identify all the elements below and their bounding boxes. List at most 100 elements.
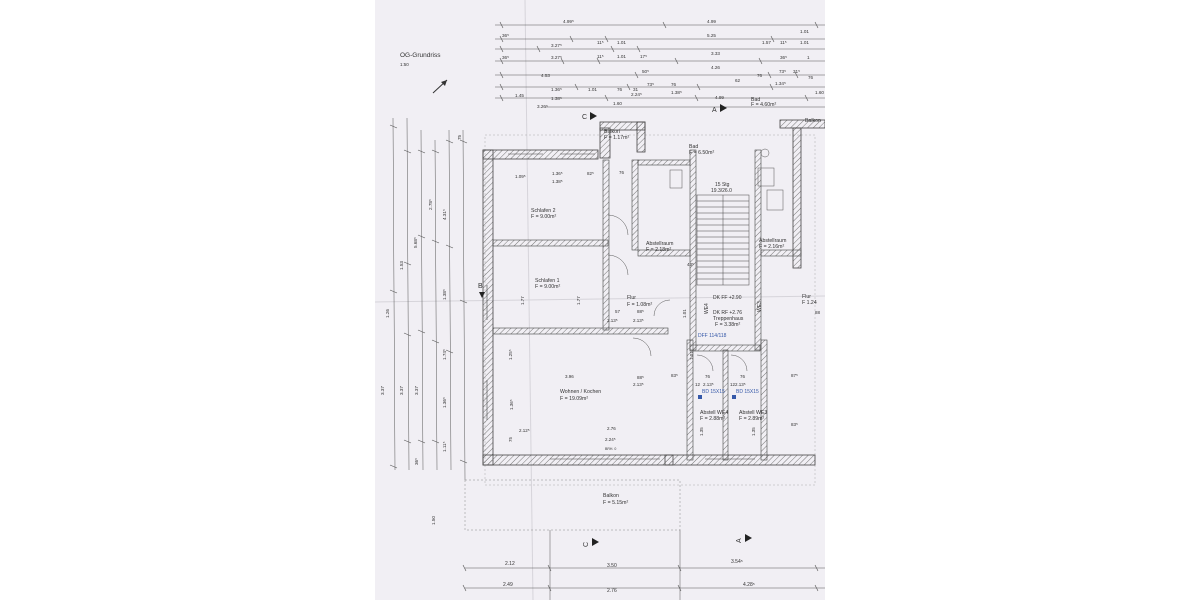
svg-text:2.49: 2.49 — [503, 582, 513, 588]
svg-text:1.57: 1.57 — [762, 40, 771, 45]
svg-text:2.13⁵: 2.13⁵ — [633, 318, 644, 323]
room-name-bad-top: Bad — [751, 97, 760, 103]
svg-text:50⁵: 50⁵ — [642, 69, 649, 74]
svg-text:1.38⁵: 1.38⁵ — [552, 179, 563, 184]
svg-text:3.50: 3.50 — [607, 563, 617, 569]
svg-text:4.99: 4.99 — [715, 95, 724, 100]
svg-text:76: 76 — [808, 75, 814, 80]
svg-text:2.78⁵: 2.78⁵ — [428, 199, 433, 210]
annotation-brh: BRH. 0 — [605, 447, 616, 451]
bd-marker-left — [698, 395, 702, 399]
svg-text:3.54⁵: 3.54⁵ — [731, 559, 743, 565]
room-area-flur-right: F 1.24 — [802, 300, 817, 306]
top-dimension-labels: 4.99⁵ 4.99 36⁵ 5.25 1.01 3.27⁵ 11⁵ 1.01 … — [502, 19, 824, 109]
svg-text:36⁵: 36⁵ — [780, 55, 787, 60]
svg-text:2.76: 2.76 — [607, 588, 617, 594]
annotation-dk-ff: DK FF +2.90 — [713, 295, 742, 301]
room-name-abstell-we4: Abstell WE4 — [700, 410, 728, 416]
svg-text:1.11⁵: 1.11⁵ — [442, 441, 447, 452]
room-area-abstell-we3: F = 2.89m² — [739, 416, 764, 422]
svg-text:1.38⁵: 1.38⁵ — [671, 90, 682, 95]
annotation-dff: DFF 114/118 — [698, 333, 727, 339]
svg-text:87⁵: 87⁵ — [791, 373, 798, 378]
section-marker-c-top: C — [582, 112, 597, 121]
svg-text:1.25⁵: 1.25⁵ — [508, 349, 513, 360]
plan-title: OG-Grundriss — [400, 52, 441, 59]
room-area-wohnen: F = 19.09m² — [560, 396, 588, 402]
room-area-balkon-top: F = 1.17m² — [604, 135, 629, 141]
interior-dimension-labels: 1.36⁵ 1.38⁵ 1.09⁵ 82⁵ 76 2.13⁵ 3.96 88⁵ … — [508, 170, 821, 442]
annotation-bd-right: BD 15X15 — [736, 389, 759, 395]
svg-text:17⁵: 17⁵ — [640, 54, 647, 59]
svg-text:2.24⁵: 2.24⁵ — [605, 437, 616, 442]
svg-text:3.27⁵: 3.27⁵ — [551, 55, 562, 60]
svg-text:1.35: 1.35 — [699, 427, 704, 436]
svg-text:88⁵: 88⁵ — [637, 309, 644, 314]
svg-text:2.76: 2.76 — [607, 426, 616, 431]
annotation-we4: WE4 — [704, 303, 710, 314]
room-area-abstell-right: F = 2.16m² — [759, 244, 784, 250]
svg-text:31: 31 — [633, 87, 639, 92]
svg-text:2.13⁵: 2.13⁵ — [703, 382, 714, 387]
svg-text:76: 76 — [671, 82, 677, 87]
room-area-bad-left: F = 6.50m² — [689, 150, 714, 156]
svg-text:1.50: 1.50 — [431, 516, 436, 525]
svg-text:62: 62 — [735, 78, 741, 83]
svg-text:1.01: 1.01 — [800, 40, 809, 45]
svg-text:76: 76 — [619, 170, 625, 175]
annotation-bd-left: BD 15X15 — [702, 389, 725, 395]
svg-text:1.35: 1.35 — [751, 427, 756, 436]
svg-text:31⁵: 31⁵ — [793, 69, 800, 74]
svg-text:1.36⁵: 1.36⁵ — [509, 399, 514, 410]
bottom-dimension-labels: 2.12 3.50 3.54⁵ 2.49 2.76 4.28⁵ — [503, 559, 755, 594]
room-name-schlafen1: Schlafen 1 — [535, 278, 560, 284]
svg-text:2.13⁵: 2.13⁵ — [633, 382, 644, 387]
svg-text:1.60: 1.60 — [613, 101, 622, 106]
svg-text:C: C — [582, 114, 587, 121]
svg-text:4.99: 4.99 — [707, 19, 716, 24]
floor-plan-drawing: OG-Grundriss 1:50 4.99⁵ 4.99 36⁵ 5.25 1.… — [375, 0, 825, 600]
windows — [486, 153, 755, 460]
svg-text:A: A — [736, 538, 743, 543]
svg-text:1.01: 1.01 — [800, 29, 809, 34]
room-area-abstell-we4: F = 2.88m² — [700, 416, 725, 422]
svg-text:4.26: 4.26 — [711, 65, 720, 70]
north-arrow-icon — [432, 79, 448, 94]
svg-text:11⁵: 11⁵ — [780, 40, 787, 45]
room-name-abstell-left: Abstellraum — [646, 241, 673, 247]
staircase — [696, 194, 750, 286]
balkon-outline — [464, 479, 681, 531]
svg-text:4.99⁵: 4.99⁵ — [563, 19, 574, 24]
room-name-balkon-top: Balkon — [604, 129, 620, 135]
svg-text:83⁵: 83⁵ — [671, 373, 678, 378]
left-dimension-lines — [392, 117, 466, 481]
room-name-bad-left: Bad — [689, 144, 698, 150]
section-marker-c-bottom: C — [583, 538, 599, 547]
svg-text:76: 76 — [757, 73, 763, 78]
svg-text:75: 75 — [508, 436, 513, 442]
room-area-schlafen1: F = 9.00m² — [535, 284, 560, 290]
svg-text:B: B — [478, 283, 483, 290]
annotation-dk-rf: DK RF +2.76 — [713, 310, 742, 316]
svg-text:5.25: 5.25 — [707, 33, 716, 38]
room-labels: Schlafen 2 F = 9.00m² Schlafen 1 F = 9.0… — [531, 97, 821, 506]
room-area-balkon-bottom: F = 5.15m² — [603, 500, 628, 506]
plan-scale: 1:50 — [400, 62, 409, 67]
svg-text:57: 57 — [615, 309, 621, 314]
svg-text:1.38⁵: 1.38⁵ — [551, 96, 562, 101]
top-dimension-lines — [495, 24, 825, 108]
svg-text:3.37: 3.37 — [414, 386, 419, 395]
annotation-we3: WE3 — [757, 301, 763, 312]
svg-text:2.13⁵: 2.13⁵ — [607, 318, 618, 323]
svg-text:2.12⁵: 2.12⁵ — [519, 428, 530, 433]
left-dimension-ticks — [389, 124, 468, 469]
svg-text:43⁵: 43⁵ — [687, 262, 694, 267]
svg-text:36⁵: 36⁵ — [502, 55, 509, 60]
svg-text:1: 1 — [807, 55, 810, 60]
svg-text:5.68⁵: 5.68⁵ — [413, 237, 418, 248]
svg-text:3.37: 3.37 — [380, 386, 385, 395]
svg-text:A: A — [712, 107, 717, 114]
svg-text:1.77: 1.77 — [576, 296, 581, 305]
svg-text:82⁵: 82⁵ — [587, 171, 594, 176]
svg-text:1.45: 1.45 — [515, 93, 524, 98]
